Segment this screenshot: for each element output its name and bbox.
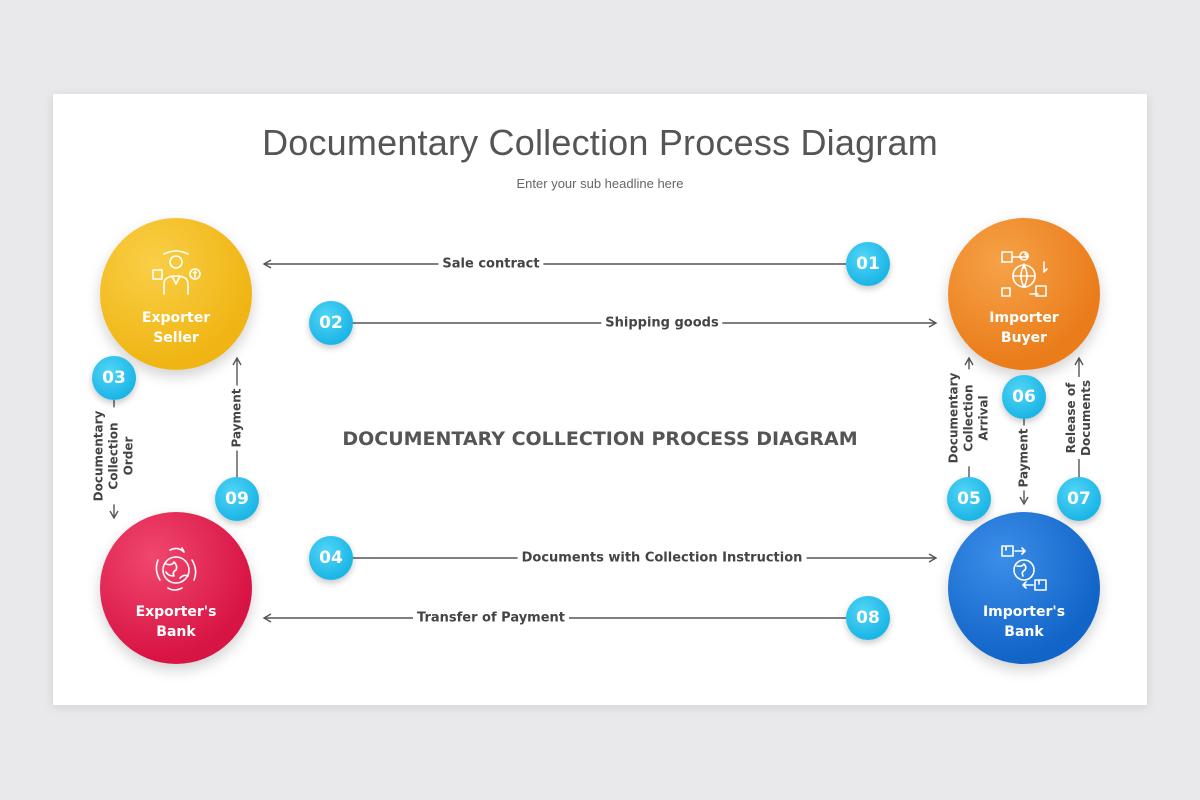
step-badge-04: 04 bbox=[309, 536, 353, 580]
label-sale-contract: Sale contract bbox=[438, 256, 544, 272]
step-badge-07: 07 bbox=[1057, 477, 1101, 521]
step-badge-01: 01 bbox=[846, 242, 890, 286]
globe-boxes-icon bbox=[1001, 545, 1047, 591]
node-exporter-seller-line1: Exporter bbox=[141, 310, 211, 326]
node-importers-bank-line1: Importer's bbox=[982, 604, 1066, 620]
importer-buyer-icon bbox=[1001, 251, 1048, 297]
page-title: Documentary Collection Process Diagram bbox=[262, 122, 938, 163]
step-badge-02: 02 bbox=[309, 301, 353, 345]
globe-arrows-icon bbox=[155, 547, 197, 591]
label-payment-exporter: Payment bbox=[229, 385, 245, 451]
node-exporters-bank-line1: Exporter's bbox=[135, 604, 217, 620]
step-badge-05: 05 bbox=[947, 477, 991, 521]
label-shipping-goods: Shipping goods bbox=[601, 315, 723, 331]
label-payment-importer: Payment bbox=[1016, 425, 1032, 491]
node-exporters-bank-line2: Bank bbox=[156, 624, 196, 640]
center-heading: DOCUMENTARY COLLECTION PROCESS DIAGRAM bbox=[342, 428, 858, 450]
step-badge-08: 08 bbox=[846, 596, 890, 640]
node-importer-buyer-line1: Importer bbox=[989, 310, 1059, 326]
page-subtitle: Enter your sub headline here bbox=[516, 176, 684, 191]
step-badge-09: 09 bbox=[215, 477, 259, 521]
step-badge-03: 03 bbox=[92, 356, 136, 400]
node-importers-bank-line2: Bank bbox=[1004, 624, 1044, 640]
node-exporter-seller-line2: Seller bbox=[153, 330, 199, 346]
node-importer-buyer-line2: Buyer bbox=[1000, 330, 1048, 346]
label-transfer-payment: Transfer of Payment bbox=[413, 610, 569, 626]
exporter-seller-icon bbox=[152, 250, 201, 295]
step-badge-06: 06 bbox=[1002, 375, 1046, 419]
label-documents-instruction: Documents with Collection Instruction bbox=[517, 550, 807, 566]
